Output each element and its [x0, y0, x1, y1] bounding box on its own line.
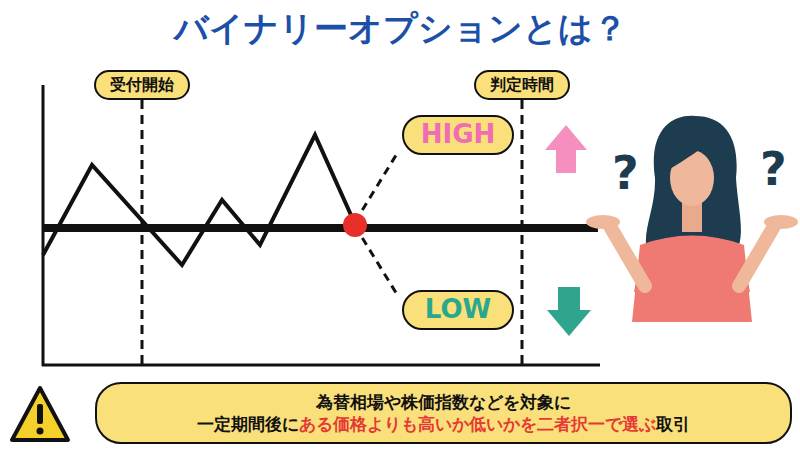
high-branch: [355, 152, 398, 222]
low-branch: [355, 226, 398, 296]
price-line: [43, 135, 355, 265]
time-label-box: 判定時間: [474, 70, 570, 100]
low-box: LOW: [402, 290, 514, 330]
node-text: LOW: [425, 294, 491, 324]
woman-figure: [586, 116, 798, 322]
question-mark: ?: [760, 146, 787, 192]
node-text: 取引: [656, 414, 690, 434]
high-box: HIGH: [402, 115, 514, 155]
judge-point: [343, 213, 367, 237]
page-title: バイナリーオプションとは？: [0, 6, 800, 52]
warning-icon: [12, 388, 68, 440]
summary-box: 為替相場や株価指数などを対象に一定期間後にある価格よりも高いか低いかを二者択一で…: [95, 382, 792, 444]
text-line: 判定時間: [490, 75, 554, 96]
node-text: 為替相場や株価指数などを対象に: [316, 392, 571, 412]
text-line: 一定期間後にある価格よりも高いか低いかを二者択一で選ぶ取引: [197, 413, 690, 435]
time-label-box: 受付開始: [94, 70, 190, 100]
node-text: 一定期間後に: [197, 414, 299, 434]
text-line: 為替相場や株価指数などを対象に: [316, 391, 571, 413]
text-line: 受付開始: [110, 75, 174, 96]
text-line: HIGH: [421, 118, 496, 152]
node-text: 受付開始: [110, 75, 174, 94]
question-mark: ?: [612, 150, 639, 196]
text-line: LOW: [425, 293, 491, 327]
down-arrow: [547, 287, 591, 336]
node-text: 判定時間: [490, 75, 554, 94]
node-text: HIGH: [421, 119, 496, 149]
up-arrow: [545, 125, 587, 173]
reference-line: [43, 224, 598, 232]
node-text: ある価格よりも高いか低いかを二者択一で選ぶ: [299, 414, 656, 434]
x-axis: [42, 364, 600, 367]
